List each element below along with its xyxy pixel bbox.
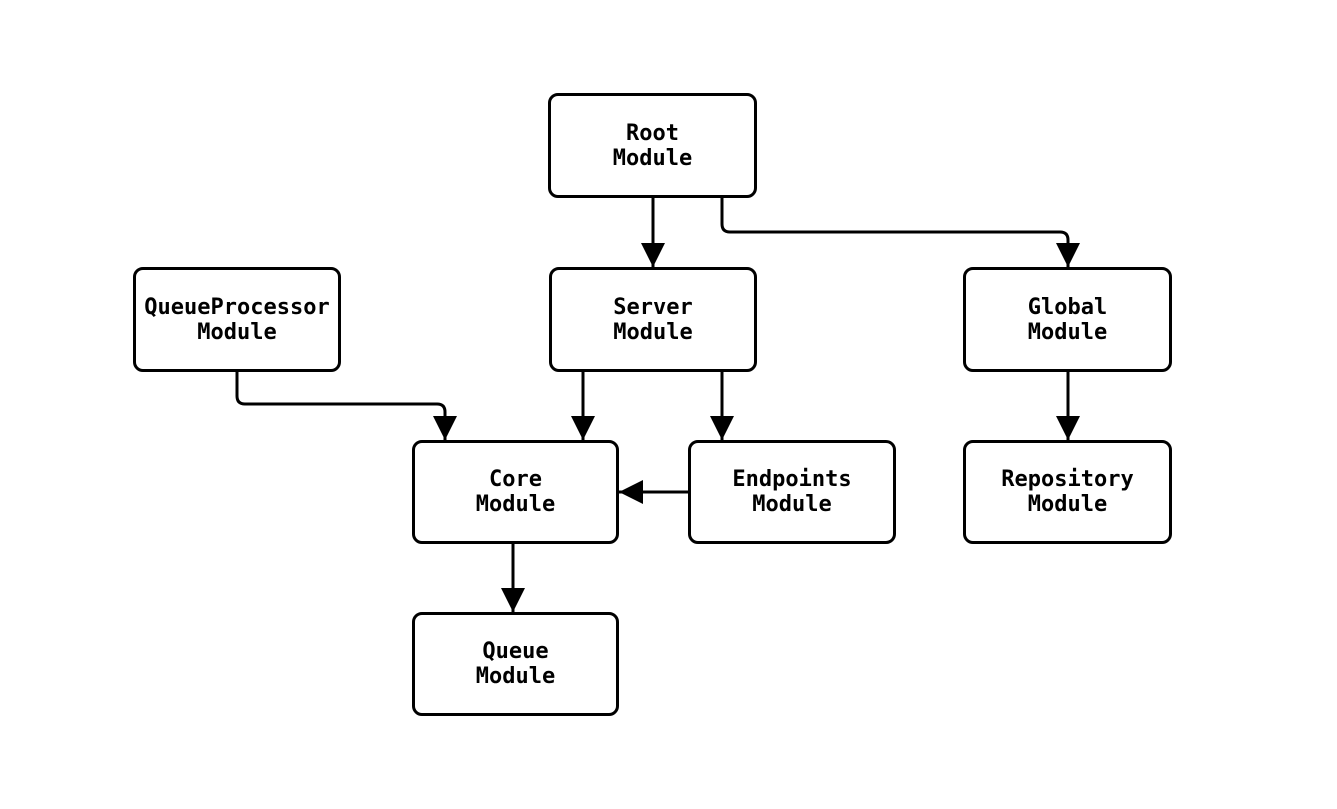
node-label-server: Server Module	[613, 294, 693, 345]
node-label-queueprocessor: QueueProcessor Module	[144, 294, 330, 345]
node-root: Root Module	[548, 93, 757, 198]
node-global: Global Module	[963, 267, 1172, 372]
edge-root-to-global	[720, 198, 1080, 267]
node-server: Server Module	[549, 267, 757, 372]
node-label-root: Root Module	[612, 120, 693, 171]
node-label-core: Core Module	[475, 467, 556, 517]
node-repository: Repository Module	[963, 440, 1172, 544]
node-queue: Queue Module	[412, 612, 619, 716]
node-label-endpoints: Endpoints Module	[732, 467, 852, 517]
node-core: Core Module	[412, 440, 619, 544]
edge-queueprocessor-to-core	[235, 372, 457, 440]
node-endpoints: Endpoints Module	[688, 440, 896, 544]
node-label-repository: Repository Module	[1001, 467, 1134, 517]
node-label-queue: Queue Module	[475, 639, 556, 689]
node-label-global: Global Module	[1027, 294, 1108, 345]
node-queueprocessor: QueueProcessor Module	[133, 267, 341, 372]
